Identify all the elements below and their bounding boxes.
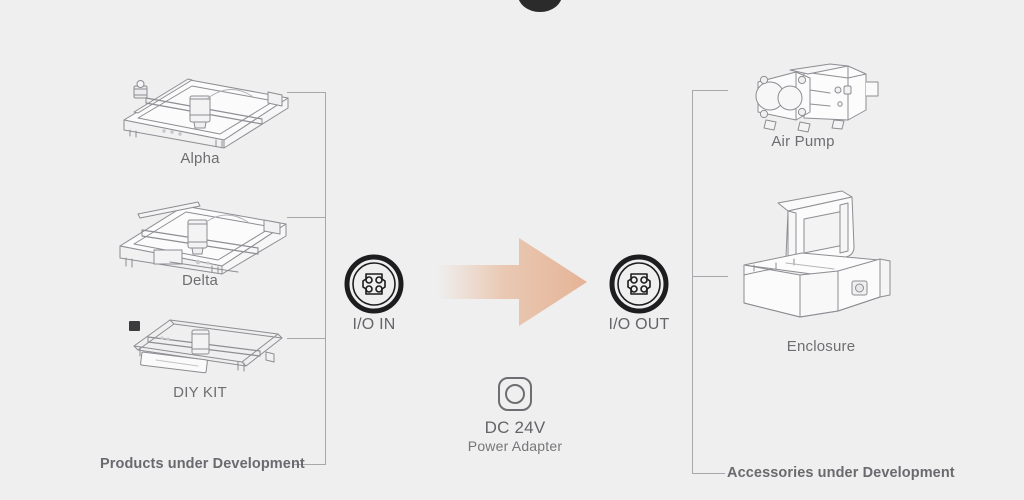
io-out-label: I/O OUT <box>608 316 670 333</box>
io-in-label: I/O IN <box>352 316 396 333</box>
delta-machine-illustration <box>112 196 298 275</box>
right-bracket-stub-enclosure <box>692 276 728 277</box>
alpha-machine-illustration <box>112 68 298 149</box>
accessories-under-development-label: Accessories under Development <box>727 465 955 481</box>
enclosure-label: Enclosure <box>786 338 856 355</box>
io-out-connector <box>609 254 669 319</box>
alpha-label: Alpha <box>180 150 220 167</box>
left-bracket-stub-diykit <box>287 338 325 339</box>
right-bracket-stub-footer <box>692 473 725 474</box>
right-bracket-vertical-line <box>692 90 693 473</box>
diy-kit-illustration <box>118 312 290 378</box>
diy-kit-label: DIY KIT <box>173 384 227 401</box>
air-pump-label: Air Pump <box>771 133 835 150</box>
right-bracket-stub-airpump <box>692 90 728 91</box>
top-cutoff-blob <box>518 0 562 12</box>
air-pump-illustration <box>738 60 879 138</box>
left-bracket-vertical-line <box>325 92 326 465</box>
power-adapter-icon-wrap <box>497 376 533 417</box>
circular-connector-4pin-icon <box>609 254 669 314</box>
left-bracket-stub-footer <box>292 464 325 465</box>
products-under-development-label: Products under Development <box>100 456 305 472</box>
left-bracket-stub-alpha <box>287 92 325 93</box>
dc-barrel-jack-icon <box>498 377 532 411</box>
left-bracket-stub-delta <box>287 217 325 218</box>
circular-connector-4pin-icon <box>344 254 404 314</box>
delta-label: Delta <box>181 272 219 289</box>
power-adapter-label: Power Adapter <box>467 438 563 454</box>
io-in-connector <box>344 254 404 319</box>
enclosure-illustration <box>730 185 920 330</box>
dc-voltage-label: DC 24V <box>484 418 546 437</box>
flow-arrow <box>437 236 589 333</box>
